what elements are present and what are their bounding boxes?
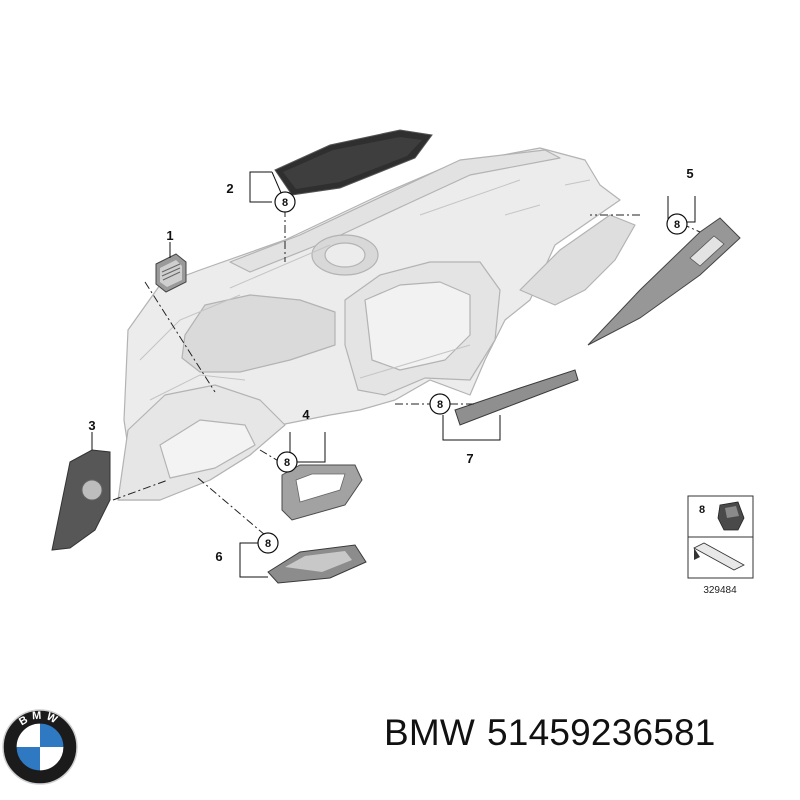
diagram-reference-number: 329484	[703, 585, 737, 596]
caption-brand: BMW	[384, 712, 476, 753]
caption-part-number: 51459236581	[487, 712, 716, 753]
dashboard-detail-lines	[139, 179, 591, 401]
part-7-center-trim-strip	[454, 369, 579, 426]
svg-text:8: 8	[437, 399, 443, 411]
dashboard-body	[117, 147, 636, 501]
parts-legend-box: 8 329484	[687, 495, 754, 596]
clip-markers: 8 8 8 8 8	[257, 191, 688, 554]
callout-2: 2	[226, 181, 233, 196]
part-3-end-cover	[51, 449, 111, 551]
bmw-logo: BMW	[2, 709, 78, 785]
callout-6: 6	[215, 549, 222, 564]
legend-part-8-label: 8	[699, 504, 705, 516]
clip-marker-part-7: 8	[429, 393, 451, 415]
callout-1: 1	[166, 228, 173, 243]
part-2-dash-cover	[274, 129, 433, 196]
clip-marker-part-4: 8	[276, 451, 298, 473]
part-1-side-vent	[155, 253, 187, 293]
arrow-icon	[693, 542, 745, 571]
svg-text:8: 8	[282, 197, 288, 209]
part-5-right-trim	[587, 217, 741, 346]
callout-5: 5	[686, 166, 693, 181]
clip-marker-part-2: 8	[274, 191, 296, 213]
part-4-trim-frame	[281, 464, 363, 521]
svg-text:8: 8	[284, 457, 290, 469]
clip-marker-part-5: 8	[666, 213, 688, 235]
clip-icon	[717, 501, 745, 531]
callout-labels: 1 2 3 4 5 6 7	[88, 166, 693, 564]
svg-text:8: 8	[674, 219, 680, 231]
callout-4: 4	[302, 407, 310, 422]
callout-3: 3	[88, 418, 95, 433]
part-6-lower-trim	[267, 544, 367, 584]
callout-7: 7	[466, 451, 473, 466]
clip-marker-part-6: 8	[257, 532, 279, 554]
part-caption: BMW 51459236581	[384, 712, 716, 754]
svg-text:8: 8	[265, 538, 271, 550]
